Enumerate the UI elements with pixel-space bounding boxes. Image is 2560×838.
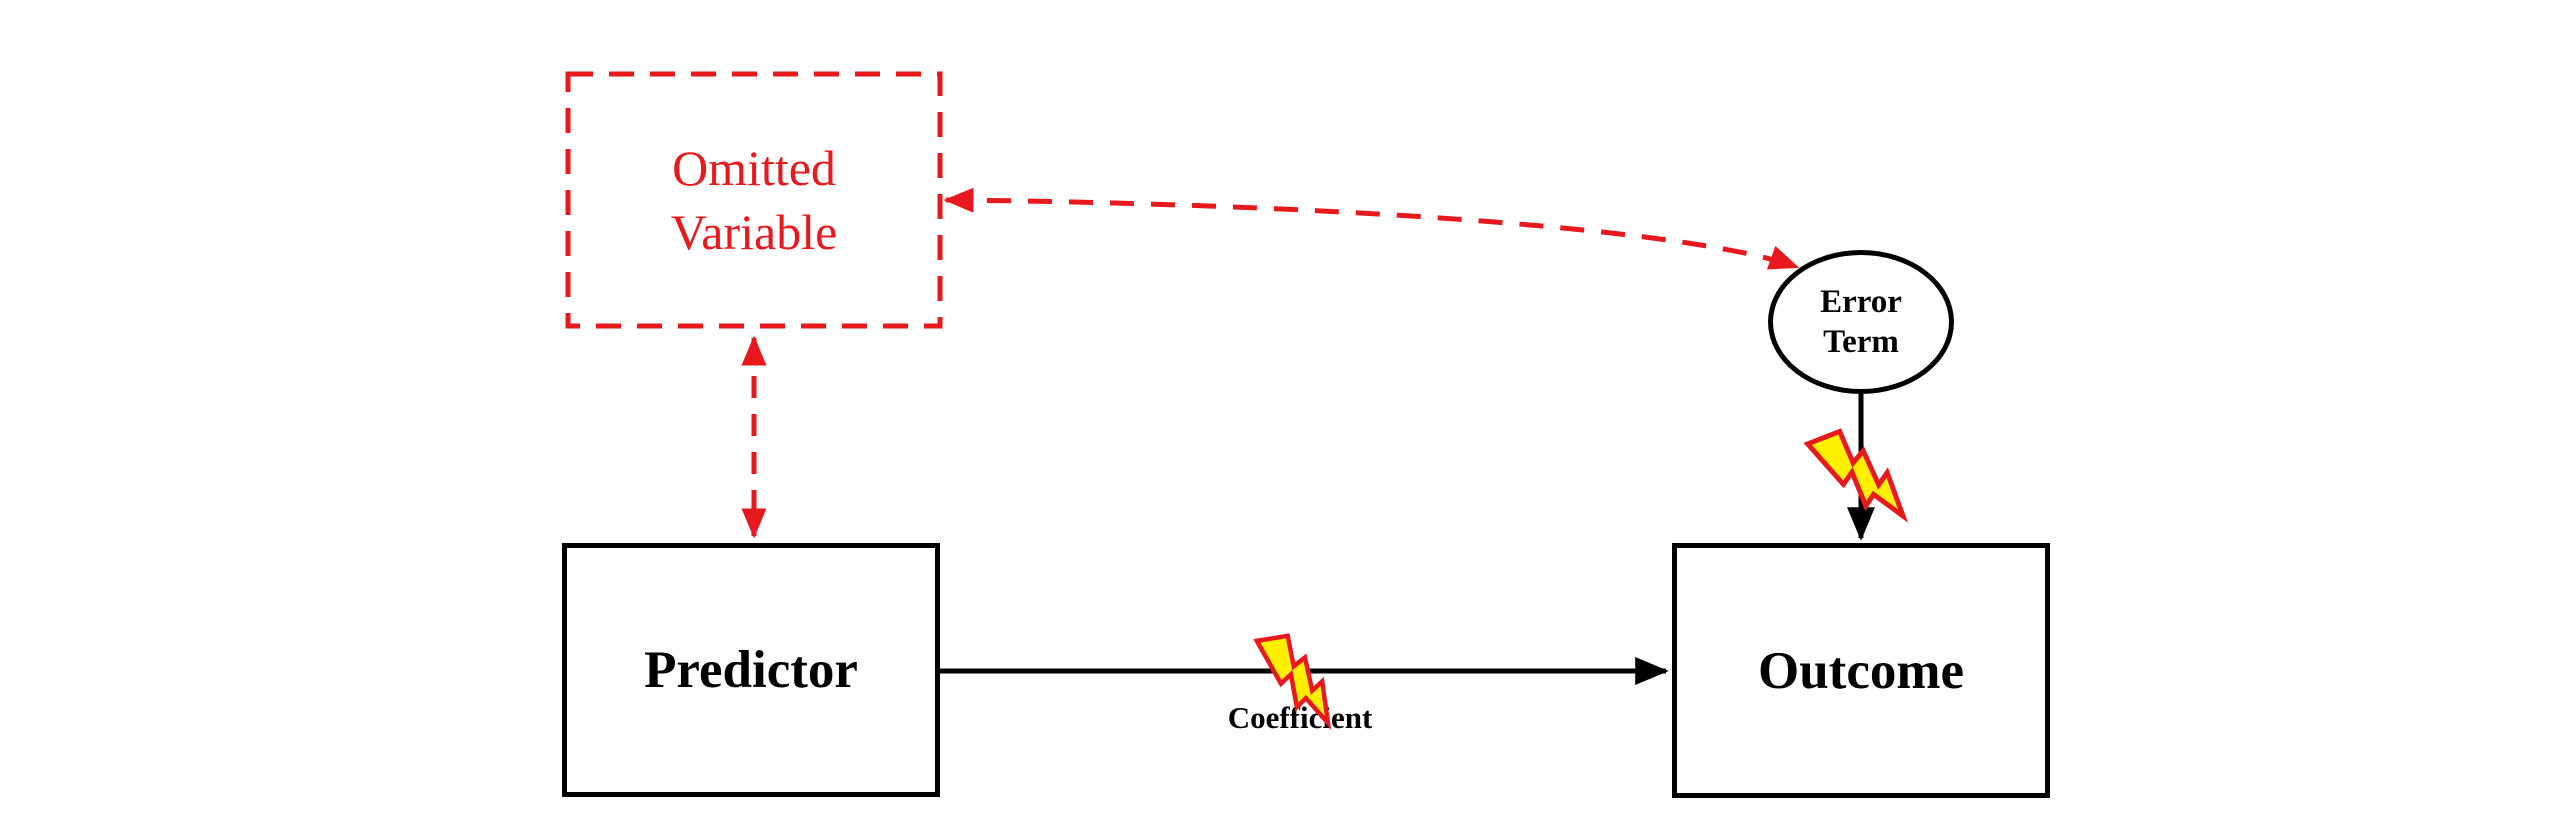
error-term-label-line1: Error — [1820, 284, 1902, 320]
edge-omitted-error — [943, 187, 1800, 270]
node-predictor: Predictor — [562, 543, 940, 797]
node-omitted-variable: Omitted Variable — [568, 74, 940, 326]
node-error-term: Error Term — [1768, 250, 1954, 394]
error-term-label-line2: Term — [1823, 324, 1899, 360]
coefficient-edge-label: Coefficient — [1227, 700, 1373, 735]
predictor-label: Predictor — [644, 641, 858, 699]
omitted-variable-label-line2: Variable — [670, 204, 838, 260]
node-outcome: Outcome — [1672, 543, 2050, 798]
outcome-label: Outcome — [1757, 641, 1965, 700]
omitted-variable-label-line1: Omitted — [672, 140, 836, 196]
lightning-bolt-icon — [1803, 428, 1909, 523]
